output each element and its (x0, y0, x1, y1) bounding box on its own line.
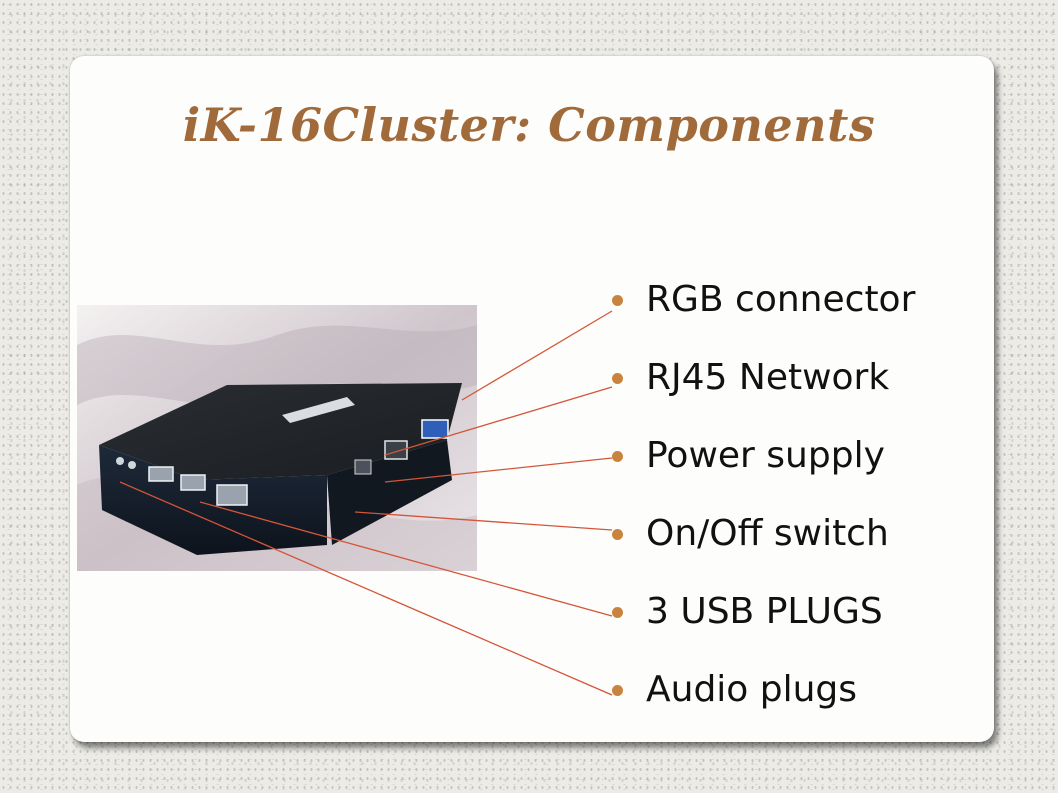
bullet-dot-icon (612, 295, 623, 306)
usb-port (216, 484, 248, 506)
bullet-item: RJ45 Network (612, 356, 915, 434)
bullet-label: Power supply (646, 435, 885, 476)
bullet-item: On/Off switch (612, 512, 915, 590)
bullet-item: RGB connector (612, 278, 915, 356)
thin-client-photo (77, 305, 477, 571)
rj45-port (384, 440, 408, 460)
bullet-dot-icon (612, 529, 623, 540)
power-socket (354, 459, 372, 475)
bullet-label: RJ45 Network (646, 357, 890, 398)
bullet-label: RGB connector (646, 279, 916, 320)
components-list: RGB connector RJ45 Network Power supply … (612, 278, 915, 746)
bullet-item: Audio plugs (612, 668, 915, 746)
bullet-item: Power supply (612, 434, 915, 512)
audio-plug (128, 461, 136, 469)
bullet-label: On/Off switch (646, 513, 889, 554)
bullet-dot-icon (612, 685, 623, 696)
bullet-dot-icon (612, 451, 623, 462)
usb-port (180, 474, 206, 491)
device-label (282, 397, 355, 423)
bullet-dot-icon (612, 607, 623, 618)
bullet-item: 3 USB PLUGS (612, 590, 915, 668)
device-top (99, 383, 462, 480)
usb-port (148, 466, 174, 482)
bullet-label: Audio plugs (646, 669, 858, 710)
rgb-connector (421, 419, 449, 439)
audio-plug (116, 457, 124, 465)
bullet-label: 3 USB PLUGS (646, 591, 883, 632)
bullet-dot-icon (612, 373, 623, 384)
slide-title: iK-16Cluster: Components (182, 98, 876, 152)
